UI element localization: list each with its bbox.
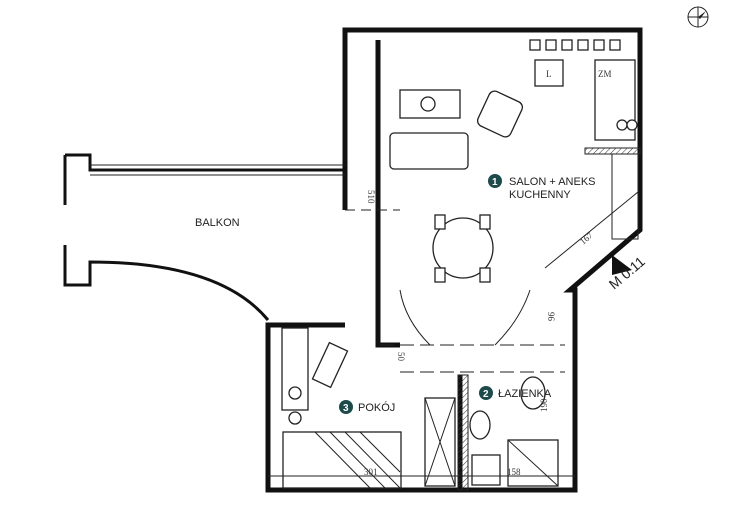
dim-balcony-door: 510 [366, 190, 376, 204]
toilet [520, 376, 546, 410]
sink [469, 410, 491, 440]
room-label-2: 2 ŁAZIENKA [479, 386, 552, 400]
armchair [476, 90, 524, 138]
dim-kitchen-passage: 96 [546, 312, 556, 322]
entrance-marker: M 0.11 [606, 253, 648, 292]
fridge-label: L [546, 69, 552, 79]
washer [471, 454, 501, 486]
svg-text:KUCHENNY: KUCHENNY [509, 189, 571, 201]
inner-wall-left [375, 40, 400, 348]
svg-text:ŁAZIENKA: ŁAZIENKA [498, 388, 552, 400]
dim-bathroom-height: 190 [539, 398, 549, 412]
living-furniture [389, 89, 531, 346]
sofa [389, 132, 469, 170]
svg-text:POKÓJ: POKÓJ [358, 401, 395, 414]
dim-entrance: 167 [578, 230, 595, 247]
svg-text:3: 3 [343, 403, 349, 414]
svg-text:SALON + ANEKS: SALON + ANEKS [509, 176, 596, 188]
dim-bathroom-width: 158 [507, 467, 521, 477]
compass-icon [687, 6, 709, 28]
room-label-3: 3 POKÓJ [339, 400, 395, 414]
svg-text:1: 1 [492, 177, 498, 188]
dim-hall: 50 [396, 352, 406, 362]
balcony-label: BALKON [195, 217, 240, 229]
dining-table [432, 217, 494, 279]
svg-text:2: 2 [483, 389, 489, 400]
fridge [534, 59, 564, 87]
bath-partition [457, 374, 469, 491]
plant-icon [420, 96, 436, 112]
bath-furniture [469, 376, 559, 487]
balcony: BALKON [63, 153, 345, 321]
kitchen: L ZM [529, 39, 641, 240]
room-furniture [281, 327, 456, 489]
boiler-label: ZM [598, 69, 612, 79]
outer-walls [265, 27, 643, 493]
hall-line [380, 344, 565, 373]
room-label-1: 1 SALON + ANEKS KUCHENNY [488, 174, 596, 201]
dim-room-width: 301 [364, 467, 378, 477]
cooktop-burners [529, 39, 621, 51]
